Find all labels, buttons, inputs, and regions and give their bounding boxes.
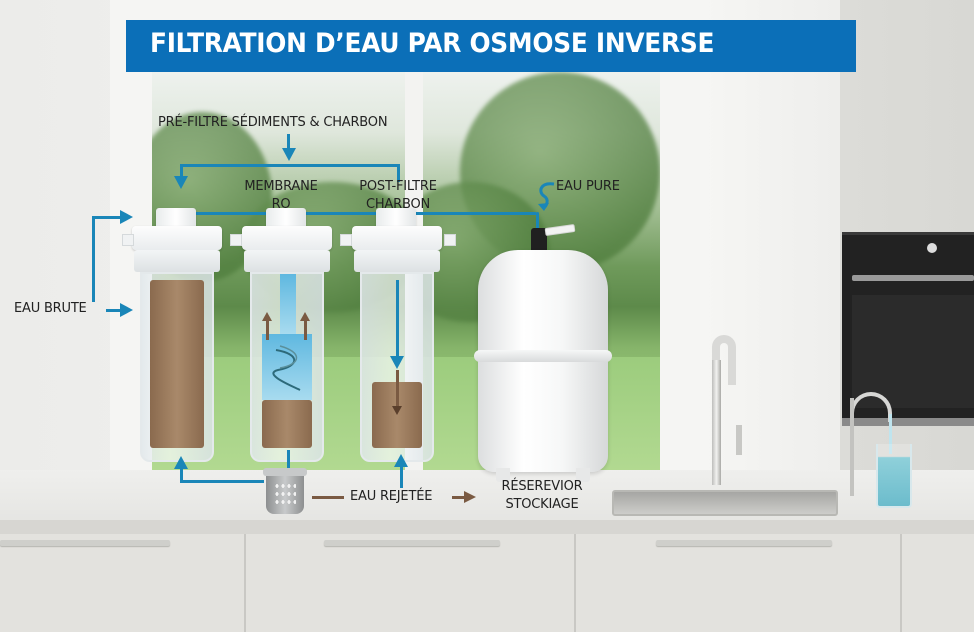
return-pipe — [180, 480, 264, 483]
raw-water-pipe — [92, 216, 95, 302]
oven-window — [852, 295, 974, 408]
glass-of-water — [876, 444, 912, 508]
filter-ring — [244, 250, 330, 272]
pure-water-tap — [850, 398, 854, 496]
filter-head — [242, 226, 332, 250]
side-port — [122, 234, 134, 246]
pipe-segment — [397, 164, 400, 182]
membrane-spiral-icon — [272, 345, 301, 391]
oven-trim — [842, 418, 974, 426]
arrow-up-icon — [174, 456, 188, 469]
filter-head — [352, 226, 442, 250]
arrow-stem — [287, 134, 290, 154]
cabinet-door — [246, 534, 576, 632]
cabinet-handle — [0, 540, 170, 546]
filter-ring — [134, 250, 220, 272]
sediment-media — [150, 280, 204, 448]
arrow-down-stem — [396, 370, 399, 408]
drain-basket-rim — [263, 468, 307, 476]
arrow-down-icon — [282, 148, 296, 161]
flow-arrow-stem — [396, 280, 399, 358]
oven-knob — [927, 243, 937, 253]
filter-cap — [376, 208, 416, 230]
arrow-right-icon — [120, 210, 133, 224]
wall-pillar — [700, 0, 840, 480]
label-membrane-line1: MEMBRANE — [244, 179, 318, 194]
arrow-up-icon — [262, 312, 272, 321]
drain-basket-holes — [274, 482, 296, 506]
oven-handle — [852, 275, 974, 281]
cabinet-handle — [324, 540, 500, 546]
arrow-up-stem — [304, 320, 307, 340]
arrow-down-icon — [390, 356, 404, 369]
permeate-channel — [280, 274, 296, 334]
tank-leg — [576, 468, 590, 482]
reject-arrow-stem — [452, 496, 466, 499]
arrow-down-icon — [174, 176, 188, 189]
filter-cap — [156, 208, 196, 230]
tank-leg — [496, 468, 510, 482]
label-pure-water: EAU PURE — [556, 179, 620, 194]
filter-cap — [266, 208, 306, 230]
sink — [612, 490, 838, 516]
filter-housing — [360, 272, 434, 462]
page-title: FILTRATION D’EAU PAR OSMOSE INVERSE — [150, 28, 715, 59]
drain-basket — [263, 468, 307, 514]
pure-water-line-drop — [536, 212, 539, 230]
label-rejected-water: EAU REJETÉE — [350, 489, 433, 504]
faucet-handle — [736, 425, 742, 455]
side-port — [444, 234, 456, 246]
return-pipe — [180, 466, 183, 482]
cabinets — [0, 534, 974, 632]
cabinet-door — [0, 534, 246, 632]
water-stream — [889, 414, 892, 454]
membrane-sediment — [262, 400, 312, 448]
cabinet-handle — [656, 540, 832, 546]
cabinet-door — [576, 534, 902, 632]
pipe-segment — [180, 164, 183, 178]
arrow-up-icon — [394, 454, 408, 467]
pure-water-line — [196, 212, 536, 215]
countertop-edge — [0, 520, 974, 534]
side-port — [340, 234, 352, 246]
tank-band — [474, 350, 612, 362]
label-tank-line1: RÉSEREVIOR — [501, 479, 583, 494]
arrow-right-icon — [120, 303, 133, 317]
distribution-pipe — [180, 164, 400, 167]
arrow-right-icon — [464, 491, 476, 503]
side-port — [230, 234, 242, 246]
filter-housing — [140, 272, 214, 462]
label-storage-tank: RÉSEREVIOR STOCKIAGE — [494, 478, 590, 514]
arrow-down-icon — [392, 406, 402, 415]
oven — [842, 232, 974, 420]
title-banner: FILTRATION D’EAU PAR OSMOSE INVERSE — [126, 20, 856, 72]
reject-pipe — [287, 450, 290, 470]
raw-water-pipe — [92, 216, 122, 219]
arrow-up-stem — [266, 320, 269, 340]
raw-water-arrow-stem — [106, 309, 122, 312]
curly-arrow-icon — [538, 182, 555, 211]
storage-tank — [474, 250, 612, 482]
filter-housing — [250, 272, 324, 462]
label-prefilter: PRÉ-FILTRE SÉDIMENTS & CHARBON — [158, 115, 388, 130]
feed-pipe — [400, 466, 403, 488]
label-postfilter-line1: POST-FILTRE — [359, 179, 437, 194]
tank-valve — [531, 228, 547, 254]
label-raw-water: EAU BRUTE — [14, 301, 87, 316]
arrow-up-icon — [300, 312, 310, 321]
label-tank-line2: STOCKIAGE — [505, 497, 579, 512]
filter-ring — [354, 250, 440, 272]
reject-line — [312, 496, 344, 499]
filter-head — [132, 226, 222, 250]
faucet — [712, 360, 721, 485]
